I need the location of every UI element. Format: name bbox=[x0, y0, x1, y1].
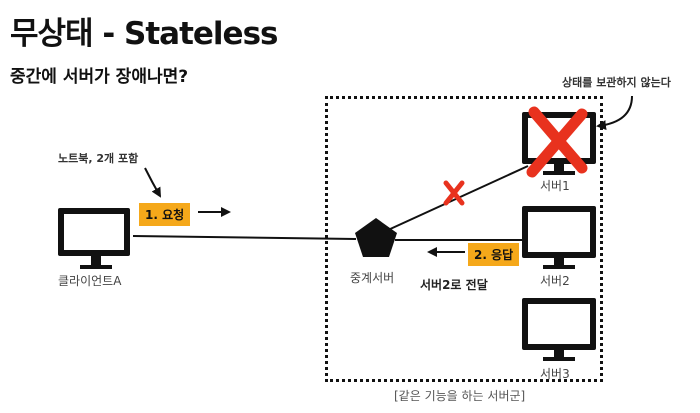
client-label: 클라이언트A bbox=[58, 274, 122, 288]
server1-label: 서버1 bbox=[540, 179, 570, 193]
server-state-note: 상태를 보관하지 않는다 bbox=[562, 76, 671, 89]
broken-link-x-icon bbox=[443, 180, 465, 206]
gateway-label: 중계서버 bbox=[350, 271, 395, 285]
request-badge: 1. 요청 bbox=[139, 203, 191, 226]
gateway-pentagon-icon bbox=[355, 218, 397, 257]
server3-label: 서버3 bbox=[540, 367, 570, 381]
forward-note: 서버2로 전달 bbox=[420, 278, 488, 292]
server-note-arrow bbox=[596, 95, 633, 131]
cluster-label: [같은 기능을 하는 서버군] bbox=[394, 389, 526, 403]
server3-monitor-icon bbox=[522, 298, 596, 361]
server2-label: 서버2 bbox=[540, 274, 570, 288]
laptop-note: 노트북, 2개 포함 bbox=[58, 152, 139, 165]
page-title: 무상태 - Stateless bbox=[10, 16, 278, 52]
server2-monitor-icon bbox=[522, 206, 596, 269]
page-subtitle: 중간에 서버가 장애나면? bbox=[10, 67, 189, 87]
laptop-note-arrow bbox=[144, 167, 161, 198]
response-badge: 2. 응답 bbox=[468, 243, 520, 266]
client-gateway-line bbox=[132, 235, 357, 240]
server1-failure-x-icon bbox=[526, 106, 588, 178]
client-monitor-icon bbox=[58, 208, 130, 269]
